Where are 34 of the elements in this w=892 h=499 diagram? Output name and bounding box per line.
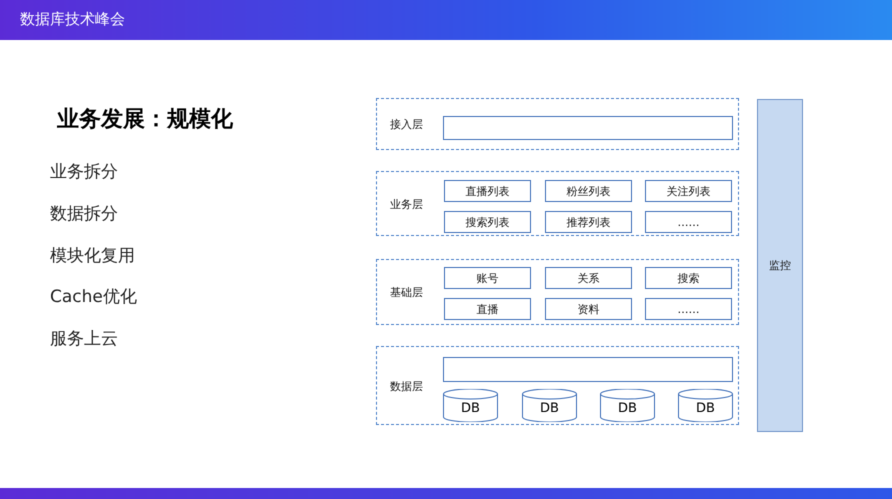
list-item: 模块化复用 xyxy=(50,245,135,267)
module-box: 账号 xyxy=(444,267,531,289)
layer-panel xyxy=(376,346,739,425)
layer-label: 业务层 xyxy=(390,196,423,212)
module-box: 搜索列表 xyxy=(444,211,531,233)
module-box: 粉丝列表 xyxy=(545,180,632,202)
layer-label: 数据层 xyxy=(390,378,423,394)
layer-label: 基础层 xyxy=(390,285,423,300)
database-cylinder: DB xyxy=(443,389,498,422)
module-box: 直播列表 xyxy=(444,180,531,202)
module-box: 资料 xyxy=(545,298,632,320)
database-cylinder: DB xyxy=(600,389,655,422)
monitor-panel: 监控 xyxy=(757,99,803,432)
list-item: 业务拆分 xyxy=(50,161,118,183)
module-box: 关注列表 xyxy=(645,180,732,202)
component-box xyxy=(443,116,733,140)
database-cylinder: DB xyxy=(522,389,577,422)
list-item: 服务上云 xyxy=(50,328,118,350)
module-box: 搜索 xyxy=(645,267,732,289)
module-box: 推荐列表 xyxy=(545,211,632,233)
component-box xyxy=(443,357,733,382)
database-cylinder: DB xyxy=(678,389,733,422)
list-item: 数据拆分 xyxy=(50,203,118,225)
layer-panel xyxy=(376,259,739,325)
module-box: 直播 xyxy=(444,298,531,320)
module-box: …… xyxy=(645,211,732,233)
header-text: 数据库技术峰会 xyxy=(20,10,125,29)
layer-panel xyxy=(376,171,739,236)
layer-label: 接入层 xyxy=(390,117,423,132)
module-box: 关系 xyxy=(545,267,632,289)
slide-title: 业务发展：规模化 xyxy=(57,106,233,134)
module-box: …… xyxy=(645,298,732,320)
list-item: Cache优化 xyxy=(50,286,137,308)
layer-panel xyxy=(376,98,739,150)
